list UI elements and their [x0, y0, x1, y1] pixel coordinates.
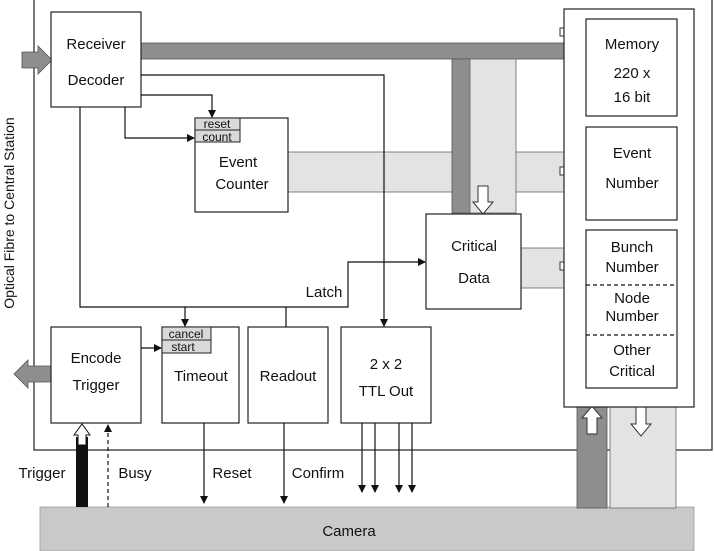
reset-label: Reset: [212, 465, 252, 482]
arrow-up-from-camera: [580, 405, 604, 435]
wire-decoder-to-timeout: [79, 107, 189, 327]
event-counter-line-1: Event: [219, 154, 258, 171]
trigger-label: Trigger: [19, 465, 66, 482]
event-number-block: [585, 126, 678, 221]
cancel-tag-label: cancel: [169, 327, 204, 341]
busy-label: Busy: [118, 465, 152, 482]
wire-latch: [185, 262, 425, 327]
confirm-label: Confirm: [292, 465, 345, 482]
count-tag: [194, 129, 241, 143]
start-tag-label: start: [171, 340, 195, 354]
critical-data-block: [425, 213, 522, 310]
receiver-label: Receiver: [66, 36, 125, 53]
receiver-decoder-block: [50, 11, 142, 108]
trigger-line: [76, 437, 88, 507]
critical-data-line-1: Critical: [451, 238, 497, 255]
camera-bar: [39, 506, 695, 551]
encode-trigger-block: [50, 326, 142, 424]
bus-dark-drop: [451, 58, 471, 214]
count-tag-label: count: [202, 130, 232, 144]
bus-light-drop: [469, 58, 517, 214]
memory-line-3: 16 bit: [614, 89, 652, 106]
fibre-input-arrow: [21, 45, 53, 75]
encode-trigger-line-2: Trigger: [73, 377, 120, 394]
other-critical-line-2: Critical: [609, 363, 655, 380]
bunch-number-line-1: Bunch: [611, 239, 654, 256]
event-counter-line-2: Counter: [215, 176, 268, 193]
event-number-line-1: Event: [613, 145, 652, 162]
latch-label: Latch: [306, 284, 343, 301]
critical-registers-block: [585, 229, 678, 389]
camera-label: Camera: [322, 523, 376, 540]
decoder-label: Decoder: [68, 72, 125, 89]
bus-counter-to-event-number: [287, 151, 583, 193]
bus-decoder-to-memory: [139, 42, 581, 60]
encode-trigger-line-1: Encode: [71, 350, 122, 367]
reset-tag-label: reset: [204, 117, 231, 131]
wire-decoder-to-counter-count: [124, 107, 195, 142]
memory-block: [585, 18, 678, 117]
memory-line-1: Memory: [605, 36, 660, 53]
event-number-line-2: Number: [605, 175, 658, 192]
critical-data-line-2: Data: [458, 270, 490, 287]
wire-decoder-to-counter-reset: [141, 94, 216, 118]
timeout-label: Timeout: [174, 368, 228, 385]
start-tag: [161, 339, 212, 354]
side-label: Optical Fibre to Central Station: [1, 117, 17, 308]
node-number-line-2: Number: [605, 308, 658, 325]
node-number-line-1: Node: [614, 290, 650, 307]
other-critical-line-1: Other: [613, 342, 651, 359]
arrow-into-critical-data: [471, 185, 495, 215]
wire-decoder-to-ttl: [141, 74, 388, 327]
bunch-number-line-2: Number: [605, 259, 658, 276]
readout-label: Readout: [260, 368, 318, 385]
ttl-out-block: [340, 326, 432, 424]
ttl-out-line-2: TTL Out: [359, 383, 414, 400]
trigger-hollow-arrow: [73, 423, 91, 446]
readout-block: [247, 326, 329, 424]
memory-line-2: 220 x: [614, 65, 651, 82]
fibre-output-arrow: [13, 359, 53, 389]
ttl-out-line-1: 2 x 2: [370, 356, 403, 373]
